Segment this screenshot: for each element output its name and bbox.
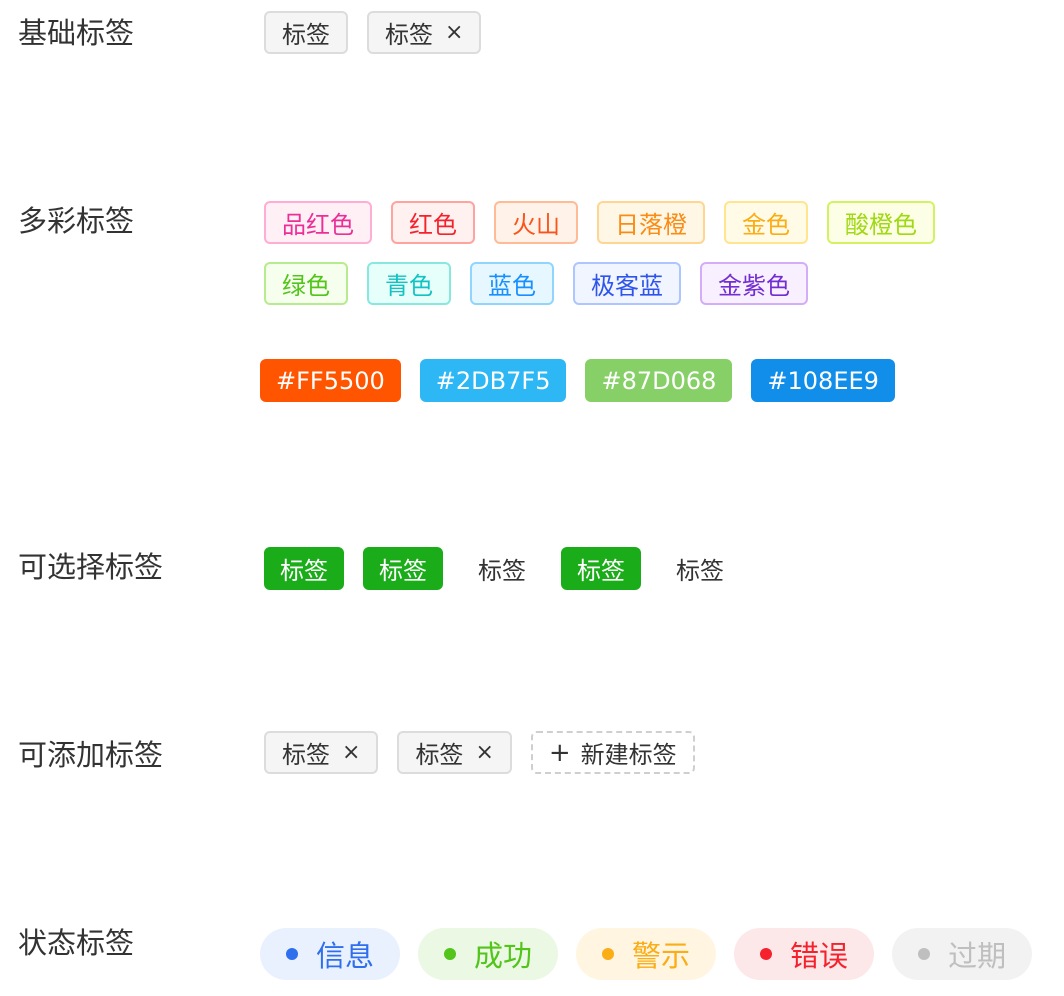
color-tag-magenta: 品红色 xyxy=(264,201,372,244)
status-label: 错误 xyxy=(790,939,849,973)
close-icon[interactable]: × xyxy=(475,740,494,765)
section-title-checkable: 可选择标签 xyxy=(18,550,164,584)
tag-label: 标签 xyxy=(385,21,433,49)
color-tag-geekblue: 极客蓝 xyxy=(573,262,681,305)
checkable-tag[interactable]: 标签 xyxy=(363,547,443,590)
colorful-tag-row-2: 绿色 青色 蓝色 极客蓝 金紫色 xyxy=(264,262,827,305)
status-dot-icon xyxy=(286,948,298,960)
status-tag-success: 成功 xyxy=(418,928,559,980)
status-dot-icon xyxy=(444,948,457,960)
checkable-tag[interactable]: 标签 xyxy=(561,547,641,590)
section-title-addable: 可添加标签 xyxy=(18,738,164,772)
tag-label: 标签 xyxy=(415,741,464,769)
status-label: 成功 xyxy=(474,939,533,973)
status-dot-icon xyxy=(760,948,773,960)
color-tag-lime: 酸橙色 xyxy=(827,201,935,244)
section-title-colorful: 多彩标签 xyxy=(18,204,135,238)
status-tag-expired: 过期 xyxy=(892,928,1033,980)
tag-label: 标签 xyxy=(282,741,330,769)
color-tag-purple: 金紫色 xyxy=(700,262,808,305)
color-tag-green: 绿色 xyxy=(264,262,348,305)
checkable-tag[interactable]: 标签 xyxy=(676,557,724,585)
new-tag-button[interactable]: + 新建标签 xyxy=(530,731,695,774)
status-label: 过期 xyxy=(948,939,1007,973)
tag-label: 标签 xyxy=(282,21,330,49)
color-tag-gold: 金色 xyxy=(724,201,808,244)
basic-tag[interactable]: 标签 xyxy=(264,11,348,54)
checkable-tag[interactable]: 标签 xyxy=(264,547,344,590)
status-tag-error: 错误 xyxy=(734,928,875,980)
plus-icon: + xyxy=(548,737,571,768)
status-label: 信息 xyxy=(316,939,375,973)
status-dot-icon xyxy=(918,948,931,960)
color-tag-blue: 蓝色 xyxy=(470,262,554,305)
solid-tag-ff5500: #FF5500 xyxy=(260,359,401,402)
color-tag-cyan: 青色 xyxy=(367,262,451,305)
close-icon[interactable]: × xyxy=(445,20,464,45)
addable-tag-row: 标签 × 标签 × + 新建标签 xyxy=(264,731,714,774)
color-tag-orange: 日落橙 xyxy=(597,201,705,244)
basic-tag-row: 标签 标签 × xyxy=(264,11,500,54)
checkable-tag[interactable]: 标签 xyxy=(478,557,526,585)
status-tag-info: 信息 xyxy=(260,928,401,980)
status-dot-icon xyxy=(602,948,615,960)
basic-tag-closable[interactable]: 标签 × xyxy=(367,11,482,54)
section-title-status: 状态标签 xyxy=(18,926,135,960)
addable-tag[interactable]: 标签 × xyxy=(397,731,512,774)
color-tag-volcano: 火山 xyxy=(494,201,578,244)
color-tag-red: 红色 xyxy=(391,201,475,244)
status-tag-warning: 警示 xyxy=(576,928,717,980)
section-title-basic: 基础标签 xyxy=(18,16,135,50)
solid-tag-87d068: #87D068 xyxy=(585,359,733,402)
solid-tag-108ee9: #108EE9 xyxy=(751,359,895,402)
addable-tag[interactable]: 标签 × xyxy=(264,731,379,774)
new-tag-label: 新建标签 xyxy=(580,741,677,769)
status-label: 警示 xyxy=(632,939,691,973)
status-tag-row: 信息 成功 警示 错误 过期 xyxy=(260,928,1050,980)
solid-tag-2db7f5: #2DB7F5 xyxy=(419,359,567,402)
solid-tag-row: #FF5500 #2DB7F5 #87D068 #108EE9 xyxy=(260,359,914,402)
close-icon[interactable]: × xyxy=(342,740,361,765)
colorful-tag-row-1: 品红色 红色 火山 日落橙 金色 酸橙色 xyxy=(264,201,954,244)
checkable-tag-row: 标签 标签 标签 标签 标签 xyxy=(264,547,759,590)
